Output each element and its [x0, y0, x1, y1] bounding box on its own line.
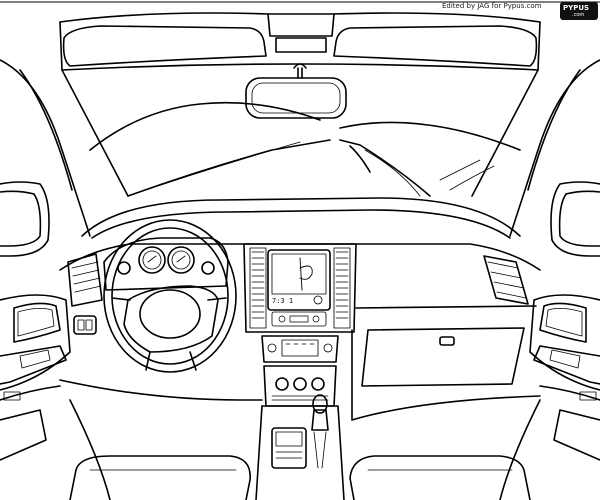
pypus-logo: PYPUS .com: [560, 2, 598, 20]
sun-visor-left: [64, 26, 266, 66]
steering-wheel: [104, 220, 236, 372]
credit-text: Edited by JAG for Pypus.com: [442, 2, 542, 10]
door-left: [0, 295, 70, 460]
road-scene: [90, 103, 520, 196]
tachometer-gauge: [168, 247, 194, 273]
rearview-mirror: [246, 64, 346, 118]
left-switch-panel: [74, 316, 96, 334]
nav-screen-readout: 7:3 1: [272, 297, 294, 305]
logo-text: PYPUS: [563, 4, 590, 12]
sun-visor-right: [334, 26, 536, 66]
nav-screen: [268, 250, 330, 326]
glove-box: [352, 306, 540, 420]
windshield-frame: [0, 60, 600, 236]
side-mirror-right: [551, 182, 600, 256]
logo-subtext: .com: [572, 12, 585, 18]
center-stack: [244, 244, 356, 332]
center-console: [256, 406, 344, 500]
speedometer-gauge: [139, 247, 165, 273]
side-mirror-left: [0, 182, 49, 256]
seat-right: [350, 456, 530, 500]
door-right: [530, 295, 600, 460]
climate-controls: [264, 366, 336, 406]
lower-dashboard: [60, 380, 540, 500]
air-vent-left: [68, 254, 102, 306]
gear-shifter: [312, 395, 328, 468]
seat-left: [70, 456, 250, 500]
radio-controls: [262, 336, 338, 362]
roof-headliner: [0, 2, 600, 70]
air-vent-right: [484, 256, 528, 304]
logo-background: [560, 2, 598, 20]
